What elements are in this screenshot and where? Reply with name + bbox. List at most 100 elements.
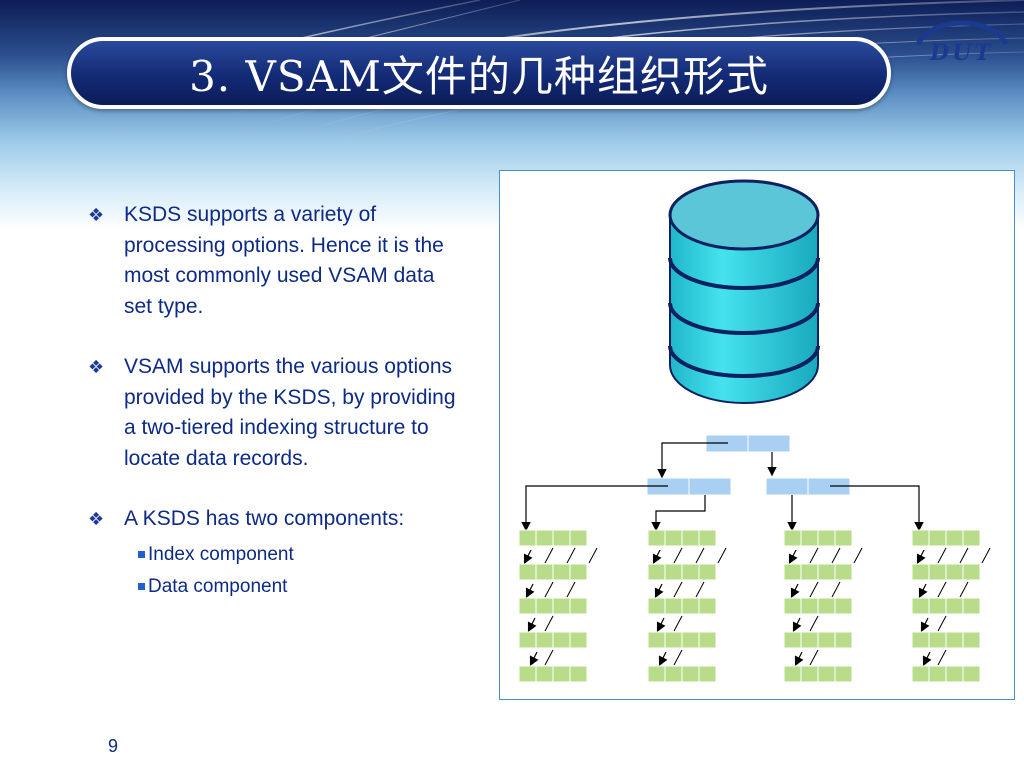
- data-cell: [698, 665, 717, 683]
- pointer-line: [566, 581, 576, 598]
- pointer-arrow: [790, 583, 800, 599]
- pointer-line: [695, 547, 705, 564]
- pointer-arrow: [656, 617, 666, 633]
- logo-arc-icon: [915, 20, 1009, 46]
- data-cell: [552, 597, 571, 615]
- bullet-item: ❖ A KSDS has two components:: [88, 504, 468, 535]
- pointer-arrow: [788, 549, 798, 565]
- pointer-arrow: [525, 583, 535, 599]
- pointer-line: [809, 649, 819, 666]
- data-cell: [962, 563, 981, 581]
- data-cell: [664, 597, 683, 615]
- pointer-arrow: [658, 651, 668, 667]
- data-cell: [928, 563, 947, 581]
- diamond-bullet-icon: ❖: [88, 205, 105, 225]
- data-cell: [681, 563, 700, 581]
- pointer-line: [717, 547, 727, 564]
- pointer-arrow: [792, 617, 802, 633]
- data-cell: [911, 665, 930, 683]
- pointer-line: [937, 649, 947, 666]
- data-cell: [681, 631, 700, 649]
- pointer-line: [544, 615, 554, 632]
- ksds-diagram: [499, 170, 1015, 700]
- pointer-line: [981, 547, 991, 564]
- pointer-line: [544, 649, 554, 666]
- pointer-arrow: [920, 617, 930, 633]
- data-cell: [535, 563, 554, 581]
- data-cell: [945, 563, 964, 581]
- bullet-text: A KSDS has two components:: [124, 507, 405, 530]
- bullet-item: ❖ VSAM supports the various options prov…: [88, 352, 468, 474]
- data-cell: [664, 665, 683, 683]
- pointer-arrow: [652, 549, 662, 565]
- pointer-line: [673, 649, 683, 666]
- data-cell: [664, 631, 683, 649]
- page-number: 9: [108, 736, 119, 756]
- logo-text: DUT: [930, 40, 994, 66]
- data-cell: [552, 563, 571, 581]
- data-cell: [928, 631, 947, 649]
- diamond-bullet-icon: ❖: [88, 509, 105, 529]
- pointer-line: [831, 547, 841, 564]
- pointer-line: [566, 547, 576, 564]
- data-cell: [911, 631, 930, 649]
- data-cell: [834, 597, 853, 615]
- data-cell: [800, 631, 819, 649]
- title-banner: 3. VSAM文件的几种组织形式: [67, 37, 891, 109]
- pointer-arrow: [529, 651, 539, 667]
- data-cell: [945, 597, 964, 615]
- data-cell: [535, 665, 554, 683]
- data-cell: [681, 529, 700, 547]
- slide-title: 3. VSAM文件的几种组织形式: [189, 51, 769, 101]
- data-cell: [569, 529, 588, 547]
- data-cell: [647, 665, 666, 683]
- data-cell: [681, 665, 700, 683]
- data-cell: [783, 597, 802, 615]
- data-cell: [817, 665, 836, 683]
- pointer-line: [673, 581, 683, 598]
- data-cell: [834, 563, 853, 581]
- diamond-bullet-icon: ❖: [88, 357, 105, 377]
- bullet-text: KSDS supports a variety of processing op…: [124, 203, 444, 318]
- data-cell: [783, 631, 802, 649]
- data-cell: [800, 597, 819, 615]
- bullet-item: ❖ KSDS supports a variety of processing …: [88, 200, 468, 322]
- data-cell: [783, 665, 802, 683]
- data-cell: [817, 563, 836, 581]
- data-cell: [928, 665, 947, 683]
- data-cell: [647, 597, 666, 615]
- data-cell: [911, 563, 930, 581]
- index-set-level2: [646, 477, 851, 496]
- data-cell: [834, 631, 853, 649]
- data-cell: [664, 563, 683, 581]
- data-cell: [945, 631, 964, 649]
- data-cell: [569, 597, 588, 615]
- square-bullet-icon: [138, 550, 145, 558]
- sub-bullet-text: Index component: [148, 543, 294, 565]
- data-cell: [552, 529, 571, 547]
- sub-bullet-item: Data component: [88, 571, 468, 603]
- data-cell: [834, 665, 853, 683]
- data-cell: [817, 631, 836, 649]
- data-cell: [928, 529, 947, 547]
- data-cell: [569, 563, 588, 581]
- sub-bullet-item: Index component: [88, 539, 468, 571]
- data-cell: [518, 563, 537, 581]
- data-cell: [945, 665, 964, 683]
- pointer-line: [809, 581, 819, 598]
- data-cell: [817, 529, 836, 547]
- pointer-line: [853, 547, 863, 564]
- data-cell: [698, 563, 717, 581]
- data-cell: [962, 631, 981, 649]
- sub-bullet-text: Data component: [148, 575, 288, 597]
- pointer-arrow: [922, 651, 932, 667]
- pointer-arrow: [654, 583, 664, 599]
- pointer-line: [959, 547, 969, 564]
- pointer-line: [588, 547, 598, 564]
- data-cell: [647, 631, 666, 649]
- data-cell: [962, 529, 981, 547]
- pointer-line: [809, 615, 819, 632]
- data-cell: [928, 597, 947, 615]
- pointer-line: [695, 581, 705, 598]
- data-cell: [664, 529, 683, 547]
